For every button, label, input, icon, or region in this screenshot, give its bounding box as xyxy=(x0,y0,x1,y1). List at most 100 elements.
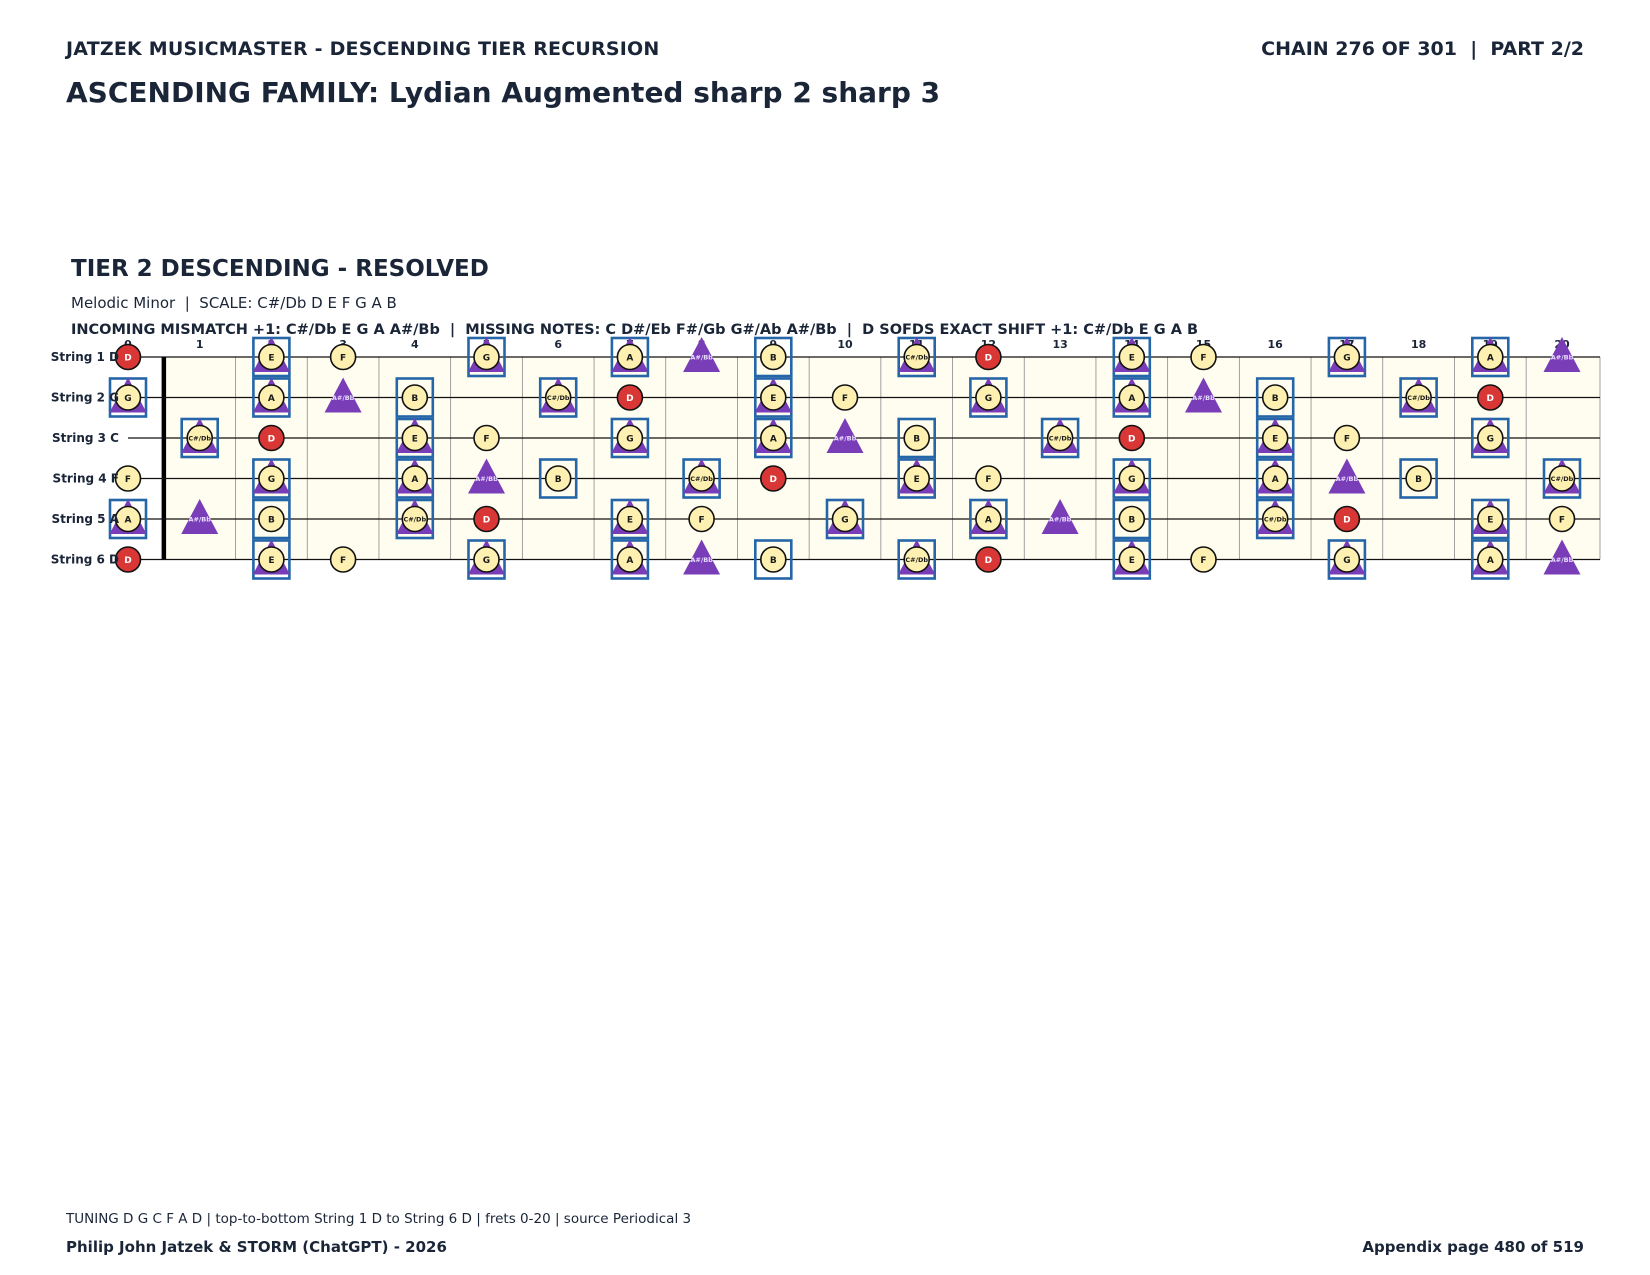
scale-note-circle xyxy=(688,465,715,492)
note-label: D xyxy=(268,435,275,445)
note-marker-E: E xyxy=(897,458,937,499)
scale-note-circle xyxy=(975,465,1002,492)
note-label: A xyxy=(985,516,992,526)
note-label: D xyxy=(626,394,633,404)
note-label: B xyxy=(913,435,920,445)
note-label: B xyxy=(770,354,777,364)
tier-title: TIER 2 DESCENDING - RESOLVED xyxy=(71,256,489,282)
note-label: D xyxy=(124,556,131,566)
scale-note-circle xyxy=(1118,546,1146,573)
shift-target-box xyxy=(753,539,793,580)
note-marker-Csharp-Db: C#/Db xyxy=(1542,458,1582,499)
note-marker-B: B xyxy=(1112,498,1152,540)
shift-target-box xyxy=(538,458,578,499)
scale-note-circle xyxy=(616,424,644,452)
string-label: String 6 D xyxy=(51,553,119,567)
note-marker-Csharp-Db: C#/Db xyxy=(1040,417,1080,459)
scale-note-circle xyxy=(401,384,429,411)
note-label: F xyxy=(483,435,489,445)
scale-note-circle xyxy=(616,343,644,371)
note-label: E xyxy=(1129,354,1135,364)
scale-note-circle xyxy=(616,505,644,533)
scale-note-circle xyxy=(258,546,285,573)
root-note-circle xyxy=(1477,384,1504,411)
note-label: C#/Db xyxy=(1264,516,1287,524)
fret-number: 18 xyxy=(1411,338,1426,351)
scale-note-circle xyxy=(616,546,644,573)
mismatch-triangle xyxy=(1185,377,1222,413)
note-label: A#/Bb xyxy=(690,354,713,362)
note-marker-A: A xyxy=(108,498,148,540)
note-label: B xyxy=(1415,475,1422,485)
root-note-circle xyxy=(473,505,500,533)
scale-note-circle xyxy=(473,546,500,573)
scale-note-circle xyxy=(473,343,500,371)
scale-note-circle xyxy=(258,384,285,411)
note-marker-B: B xyxy=(1255,377,1295,418)
note-marker-G: G xyxy=(108,377,148,418)
scale-note-circle xyxy=(903,546,931,573)
chain-indicator: CHAIN 276 OF 301 | PART 2/2 xyxy=(1261,38,1584,60)
scale-note-circle xyxy=(759,546,787,573)
note-label: E xyxy=(268,556,274,566)
mismatch-triangle xyxy=(1543,539,1581,575)
note-marker-Csharp-Db: C#/Db xyxy=(538,377,578,418)
note-label: D xyxy=(124,354,131,364)
scale-note-circle xyxy=(186,424,213,452)
note-label: B xyxy=(1128,516,1135,526)
note-label: G xyxy=(1128,475,1135,485)
root-note-circle xyxy=(114,546,142,573)
note-marker-G: G xyxy=(969,377,1008,418)
mismatch-triangle xyxy=(826,418,864,453)
note-marker-A: A xyxy=(1471,539,1510,580)
scale-note-circle xyxy=(1333,424,1361,452)
scale-note-circle xyxy=(401,424,429,452)
note-marker-D: D xyxy=(1477,384,1504,411)
scale-note-circle xyxy=(1190,546,1217,573)
note-marker-A: A xyxy=(1471,336,1510,378)
note-label: E xyxy=(770,394,776,404)
note-marker-Asharp-Bb: A#/Bb xyxy=(181,499,219,534)
note-label: A#/Bb xyxy=(834,435,857,443)
scale-note-circle xyxy=(329,343,357,371)
fret-number: 6 xyxy=(554,338,562,351)
note-marker-D: D xyxy=(114,546,142,573)
note-marker-B: B xyxy=(753,336,793,378)
note-marker-Asharp-Bb: A#/Bb xyxy=(1543,337,1581,372)
fret-number: 13 xyxy=(1052,338,1067,351)
note-marker-A: A xyxy=(395,458,435,499)
scale-note-circle xyxy=(1477,505,1504,533)
note-marker-Asharp-Bb: A#/Bb xyxy=(683,337,721,372)
scale-note-circle xyxy=(1190,343,1217,371)
note-marker-A: A xyxy=(610,539,650,580)
mismatch-triangle xyxy=(1041,499,1079,534)
note-label: A xyxy=(626,354,633,364)
root-note-circle xyxy=(258,424,285,452)
note-marker-D: D xyxy=(258,424,285,452)
scale-note-circle xyxy=(114,384,142,411)
note-label: D xyxy=(985,354,992,364)
note-marker-F: F xyxy=(975,465,1002,492)
shift-target-box xyxy=(897,417,937,459)
note-label: D xyxy=(1487,394,1494,404)
note-label: F xyxy=(1344,435,1350,445)
note-label: B xyxy=(268,516,275,526)
scale-note-circle xyxy=(1405,465,1432,492)
note-label: A xyxy=(770,435,777,445)
mismatch-triangle xyxy=(1543,337,1581,372)
string-label: String 2 G xyxy=(51,391,119,405)
scale-note-circle xyxy=(1333,546,1361,573)
note-marker-E: E xyxy=(252,336,291,378)
note-label: D xyxy=(770,475,777,485)
note-marker-E: E xyxy=(1112,539,1152,580)
note-label: C#/Db xyxy=(1049,435,1072,443)
fret-number: 1 xyxy=(196,338,204,351)
note-label: F xyxy=(340,354,346,364)
scale-note-circle xyxy=(903,343,931,371)
shift-target-box xyxy=(1255,377,1295,418)
shift-target-box xyxy=(753,336,793,378)
note-marker-F: F xyxy=(1190,343,1217,371)
note-marker-A: A xyxy=(1255,458,1295,499)
scale-note-circle xyxy=(544,384,572,411)
note-label: F xyxy=(1559,516,1565,526)
